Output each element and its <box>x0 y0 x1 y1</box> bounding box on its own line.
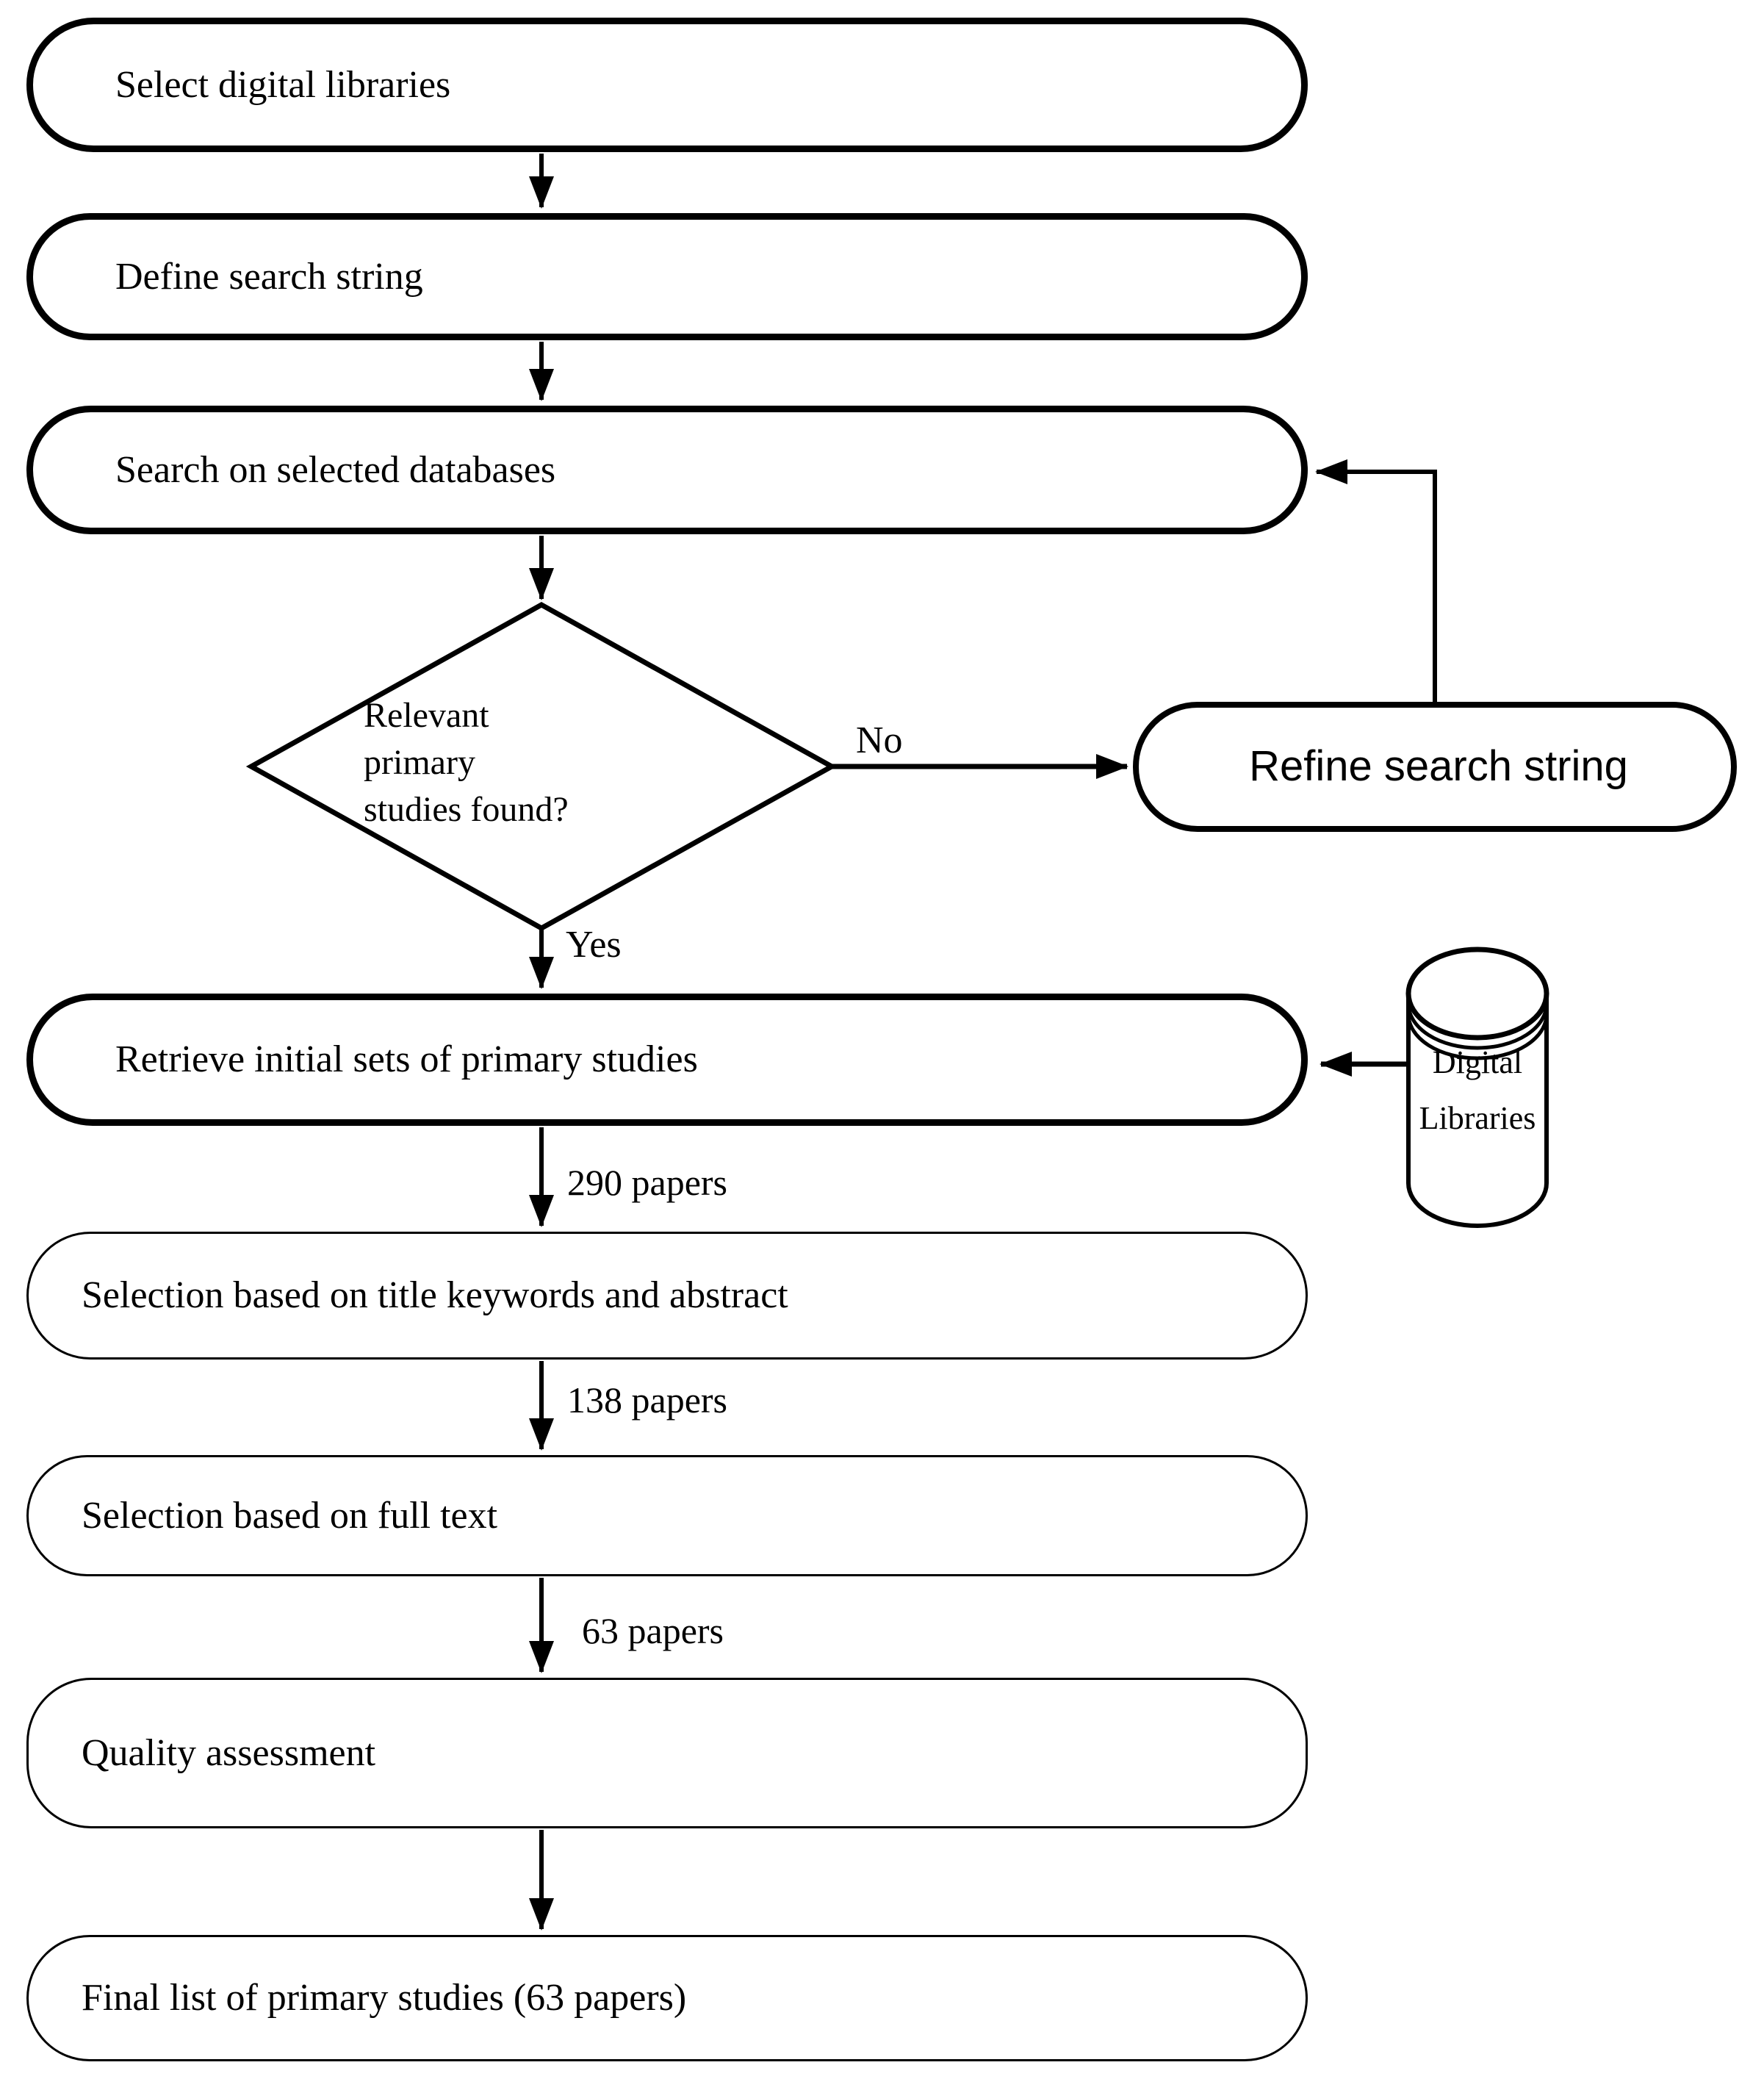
database-label-line: Libraries <box>1419 1100 1536 1136</box>
node-search-selected-databases: Search on selected databases <box>26 406 1308 534</box>
decision-line: studies found? <box>364 790 569 829</box>
edge-label-yes: Yes <box>566 924 622 966</box>
node-label: Search on selected databases <box>115 448 556 491</box>
node-quality-assessment: Quality assessment <box>26 1678 1308 1828</box>
node-label: Final list of primary studies (63 papers… <box>82 1977 687 2019</box>
edge-label-63-papers: 63 papers <box>582 1610 724 1651</box>
node-label: Quality assessment <box>82 1731 376 1774</box>
node-define-search-string: Define search string <box>26 213 1308 340</box>
database-cylinder-rim-arc-2 <box>1406 1013 1549 1060</box>
node-label: Define search string <box>115 255 423 298</box>
node-label: Select digital libraries <box>115 63 451 106</box>
node-label: Selection based on title keywords and ab… <box>82 1274 788 1317</box>
database-cylinder-rim-arc-1 <box>1406 1003 1549 1050</box>
decision-line: primary <box>364 743 475 782</box>
database-cylinder-label: Digital Libraries <box>1404 1035 1551 1146</box>
database-label-line: Digital <box>1432 1044 1523 1080</box>
edge-label-138-papers: 138 papers <box>567 1379 727 1421</box>
decision-diamond-label: Relevant primary studies found? <box>364 692 569 833</box>
node-retrieve-initial-sets: Retrieve initial sets of primary studies <box>26 994 1308 1126</box>
node-select-digital-libraries: Select digital libraries <box>26 18 1308 152</box>
database-cylinder-top <box>1405 947 1549 1041</box>
node-refine-search-string: Refine search string <box>1133 702 1737 832</box>
decision-line: Relevant <box>364 696 489 735</box>
node-label: Retrieve initial sets of primary studies <box>115 1038 698 1081</box>
decision-diamond-shape <box>245 601 838 932</box>
edge-label-290-papers: 290 papers <box>567 1162 727 1203</box>
edge-label-no: No <box>856 719 903 761</box>
arrow-refine-to-search <box>1315 459 1437 702</box>
node-selection-full-text: Selection based on full text <box>26 1455 1308 1576</box>
node-label: Refine search string <box>1249 742 1628 791</box>
node-final-list-primary-studies: Final list of primary studies (63 papers… <box>26 1935 1308 2061</box>
node-selection-title-keywords-abstract: Selection based on title keywords and ab… <box>26 1232 1308 1360</box>
node-label: Selection based on full text <box>82 1494 498 1537</box>
